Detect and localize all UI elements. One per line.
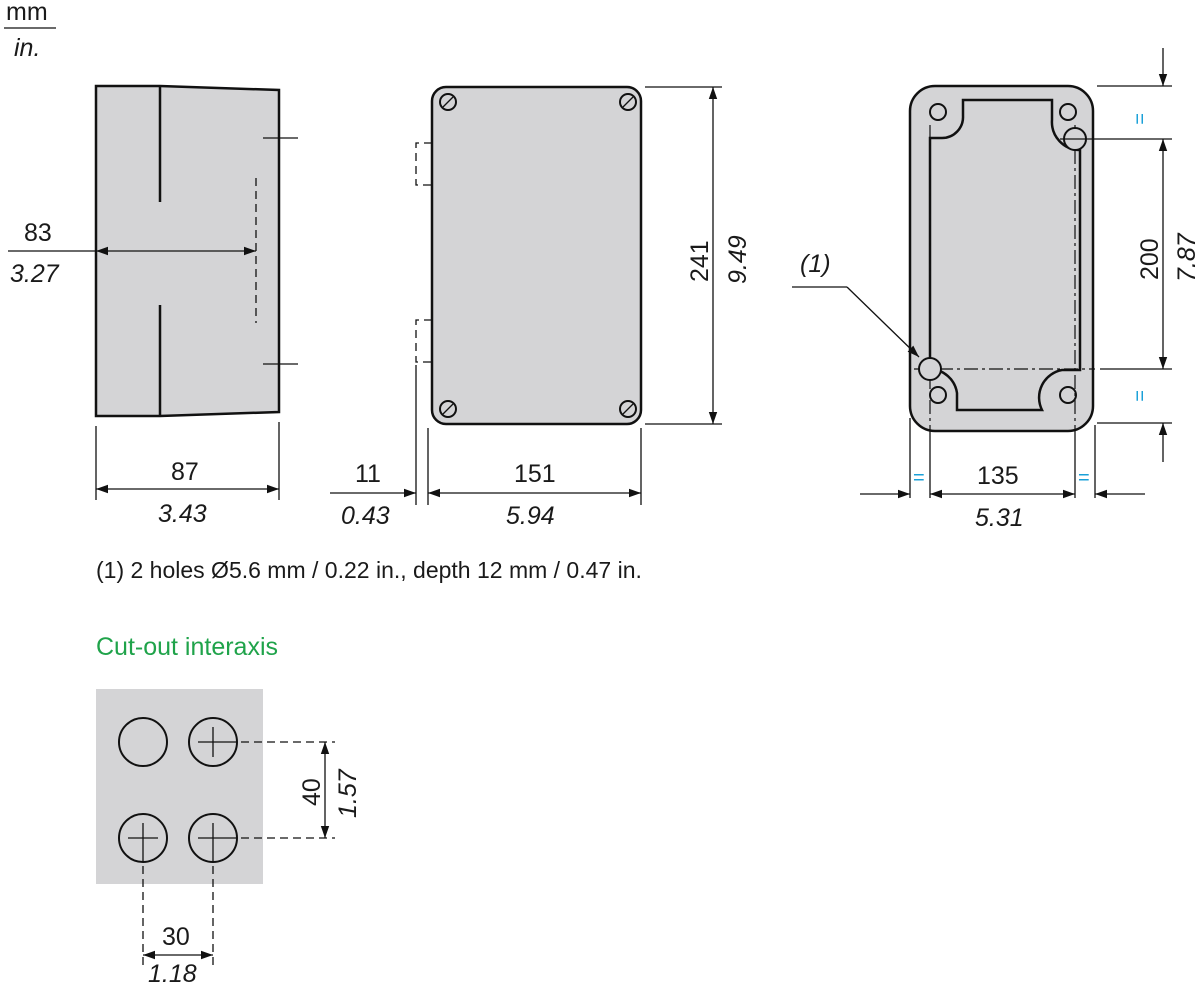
screw-icon <box>439 93 637 418</box>
dim-135-mm: 135 <box>977 462 1019 490</box>
equal-mark: = <box>913 467 925 489</box>
callout-1: (1) <box>800 250 831 278</box>
dim-30-mm: 30 <box>162 923 190 951</box>
side-view: 83 3.27 87 3.43 <box>8 84 298 528</box>
dim-40-mm: 40 <box>298 778 326 806</box>
dim-40-in: 1.57 <box>334 768 362 818</box>
front-body <box>430 85 643 426</box>
equal-mark: = <box>1128 113 1150 125</box>
dim-87-in: 3.43 <box>158 500 207 528</box>
dim-151-in: 5.94 <box>506 502 555 530</box>
dim-151-mm: 151 <box>514 460 556 488</box>
unit-in: in. <box>14 34 40 62</box>
front-view: 241 9.49 11 0.43 151 5.94 <box>330 85 752 530</box>
callout-arrow <box>846 286 920 358</box>
dim-83-mm: 83 <box>24 219 52 247</box>
hole-icon <box>918 103 1100 404</box>
cutout-panel <box>96 689 263 884</box>
cutout-hole-icon <box>118 717 238 863</box>
dim-200-in: 7.87 <box>1173 232 1200 282</box>
equal-mark: = <box>1078 467 1090 489</box>
cutout-title: Cut-out interaxis <box>96 633 278 661</box>
dim-87-mm: 87 <box>171 458 199 486</box>
inner-outline <box>928 98 1082 412</box>
unit-mm: mm <box>6 0 48 26</box>
back-view: (1) = = 200 7.87 = = 135 5.31 <box>792 48 1200 532</box>
dim-83-in: 3.27 <box>10 260 60 288</box>
dim-11-in: 0.43 <box>341 502 390 530</box>
equal-mark: = <box>1128 390 1150 402</box>
cutout-diagram: Cut-out interaxis 40 1.57 30 1.18 <box>96 633 362 988</box>
dim-30-in: 1.18 <box>148 960 197 988</box>
dim-135-in: 5.31 <box>975 504 1024 532</box>
dim-241-in: 9.49 <box>724 235 752 284</box>
dim-200-mm: 200 <box>1136 238 1164 280</box>
hidden-tabs <box>415 142 432 363</box>
footnote: (1) 2 holes Ø5.6 mm / 0.22 in., depth 12… <box>96 557 642 583</box>
dim-11-mm: 11 <box>355 460 381 488</box>
units-legend: mm in. <box>4 0 56 62</box>
dim-241-mm: 241 <box>686 240 714 282</box>
